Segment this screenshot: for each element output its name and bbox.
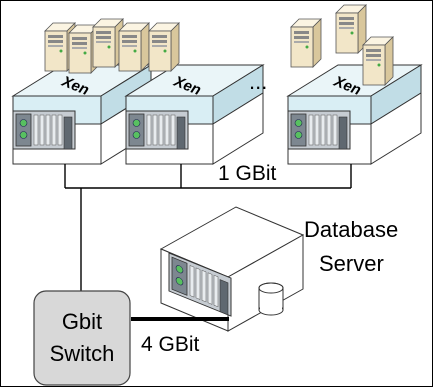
link-speed-4gbit-label: 4 GBit: [141, 333, 200, 356]
switch-label-line1: Gbit: [62, 309, 102, 334]
gigabit-network-links: [64, 164, 352, 291]
link-speed-1gbit-label: 1 GBit: [218, 162, 277, 185]
rack-server-icon: [287, 110, 351, 150]
xen-host-2: Xen: [118, 22, 265, 165]
rack-server-icon: [12, 110, 76, 150]
vm-tower-icon: [148, 22, 180, 72]
vm-tower-icon: [118, 22, 150, 72]
vm-tower-icon: [290, 18, 322, 68]
database-server: [159, 206, 305, 332]
vm-tower-icon: [335, 4, 367, 54]
vm-tower-icon: [92, 18, 124, 68]
switch-label-line2: Switch: [50, 341, 115, 366]
database-label-line1: Database: [304, 217, 398, 242]
rack-server-icon: [125, 110, 189, 150]
more-hosts-ellipsis: ...: [249, 69, 267, 94]
gbit-switch: Gbit Switch: [33, 290, 131, 386]
vm-tower-icon: [362, 36, 394, 86]
database-icon: [258, 282, 284, 316]
xen-host-3: Xen: [286, 4, 423, 165]
database-label-line2: Server: [319, 251, 384, 276]
